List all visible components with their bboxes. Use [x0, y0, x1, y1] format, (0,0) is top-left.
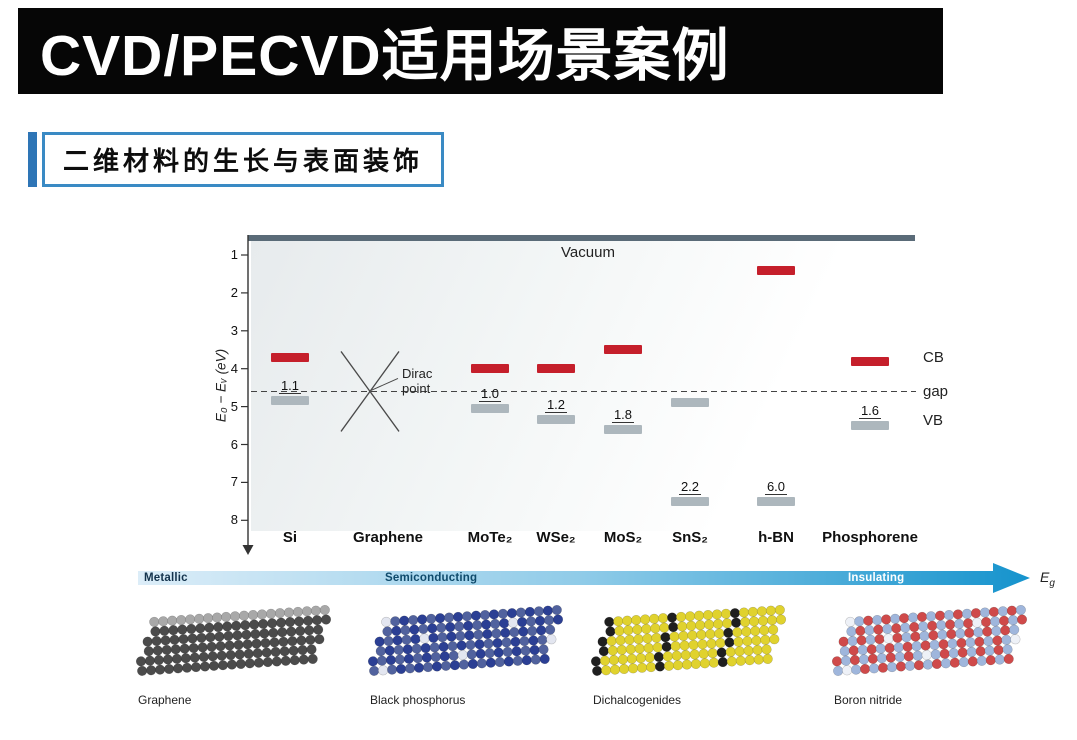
- vacuum-label: Vacuum: [561, 244, 615, 261]
- gap-value-wrap-mote: 1.0: [465, 385, 515, 403]
- material-name-mote: MoTe₂: [467, 529, 513, 546]
- materials-gallery: Graphene Black phosphorus Dichalcogenides B…: [134, 602, 1064, 727]
- subtitle-row: 二维材料的生长与表面装饰: [28, 132, 445, 187]
- gap-value-si: 1.1: [278, 378, 302, 395]
- y-tick-label-8: 8: [230, 512, 238, 528]
- axis-label-insulating: Insulating: [848, 572, 905, 584]
- arrow-shape: [138, 563, 1030, 593]
- material-image-dichalcogenides: Dichalcogenides: [589, 602, 801, 707]
- vb-bar-phosphorene: [851, 421, 889, 431]
- eg-label: Eg: [1040, 569, 1055, 589]
- lattice-sheet: [367, 604, 564, 676]
- gap-value-wrap-wse: 1.2: [531, 396, 581, 414]
- vb-bar-mos: [604, 424, 642, 434]
- y-axis-arrowhead: [242, 545, 254, 555]
- material-image-boron-nitride: Boron nitride: [830, 602, 1042, 707]
- gap-value-wrap-h-bn: 6.0: [751, 478, 801, 496]
- material-name-phosphorene: Phosphorene: [822, 529, 918, 546]
- lattice-sheet: [590, 604, 787, 676]
- y-tick-label-4: 4: [230, 360, 238, 376]
- gap-value-wrap-phosphorene: 1.6: [845, 402, 895, 420]
- cb-bar-wse: [537, 364, 575, 374]
- vb-bar-wse: [537, 415, 575, 425]
- material-caption-dichalcogenides: Dichalcogenides: [593, 693, 682, 707]
- gap-value-phosphorene: 1.6: [858, 403, 882, 420]
- section-subtitle: 二维材料的生长与表面装饰: [63, 146, 424, 176]
- cb-bar-sns: [671, 398, 709, 408]
- lattice-sheet: [831, 604, 1028, 676]
- material-caption-black-phosphorus: Black phosphorus: [370, 693, 466, 707]
- cb-bar-mote: [471, 364, 509, 374]
- gap-value-mos: 1.8: [611, 406, 635, 423]
- subtitle-accent-bar: [28, 132, 37, 187]
- material-name-graphene: Graphene: [352, 529, 424, 546]
- band-edge-label-gap: gap: [923, 383, 949, 401]
- dirac-point-annotation: Dirac point: [402, 366, 433, 397]
- cb-bar-phosphorene: [851, 356, 889, 366]
- plot-background: [251, 241, 913, 531]
- vacuum-level-line: [248, 235, 915, 241]
- conductivity-axis: Eg Metallic Semiconducting Insulating: [138, 562, 1077, 596]
- material-name-wse: WSe₂: [536, 529, 576, 546]
- material-name-si: Si: [282, 529, 298, 546]
- y-tick-label-3: 3: [230, 322, 238, 338]
- title-banner: CVD/PECVD适用场景案例: [18, 8, 943, 94]
- lattice-render-black-phosphorus: [367, 604, 564, 676]
- y-tick-label-7: 7: [230, 474, 238, 490]
- gap-value-sns: 2.2: [678, 478, 702, 495]
- page-title: CVD/PECVD适用场景案例: [40, 24, 730, 88]
- band-edge-label-cb: CB: [923, 349, 944, 367]
- vb-bar-h-bn: [757, 496, 795, 506]
- lattice-render-dichalcogenides: [590, 604, 787, 676]
- gap-value-wrap-sns: 2.2: [665, 478, 715, 496]
- material-name-mos: MoS₂: [603, 529, 643, 546]
- y-tick-label-1: 1: [230, 247, 238, 262]
- vb-bar-si: [271, 396, 309, 406]
- vb-bar-sns: [671, 496, 709, 506]
- y-tick-label-2: 2: [230, 284, 238, 300]
- material-caption-graphene: Graphene: [138, 693, 192, 707]
- y-tick-label-5: 5: [230, 398, 238, 414]
- cb-bar-h-bn: [757, 265, 795, 275]
- gap-value-mote: 1.0: [478, 385, 502, 402]
- gap-value-wrap-si: 1.1: [265, 377, 315, 395]
- vb-bar-mote: [471, 403, 509, 413]
- lattice-sheet: [135, 604, 332, 676]
- lattice-render-graphene: [135, 604, 332, 676]
- material-caption-boron-nitride: Boron nitride: [834, 693, 903, 707]
- band-edge-label-vb: VB: [923, 411, 944, 429]
- cb-bar-si: [271, 352, 309, 362]
- material-image-black-phosphorus: Black phosphorus: [366, 602, 578, 707]
- axis-label-semiconducting: Semiconducting: [385, 572, 478, 584]
- material-name-sns: SnS₂: [672, 529, 708, 546]
- axis-label-metallic: Metallic: [144, 572, 188, 584]
- y-tick-label-6: 6: [230, 436, 238, 452]
- gap-value-wrap-mos: 1.8: [598, 406, 648, 424]
- y-axis-label: E₀ − Eᵥ (eV): [213, 348, 229, 423]
- material-image-graphene: Graphene: [134, 602, 346, 707]
- gap-value-h-bn: 6.0: [764, 478, 788, 495]
- gradient-arrow: [138, 563, 1030, 593]
- gap-value-wse: 1.2: [544, 397, 568, 414]
- lattice-render-boron-nitride: [831, 604, 1028, 676]
- material-name-h-bn: h-BN: [758, 529, 794, 546]
- cb-bar-mos: [604, 345, 642, 355]
- subtitle-box: 二维材料的生长与表面装饰: [42, 132, 445, 187]
